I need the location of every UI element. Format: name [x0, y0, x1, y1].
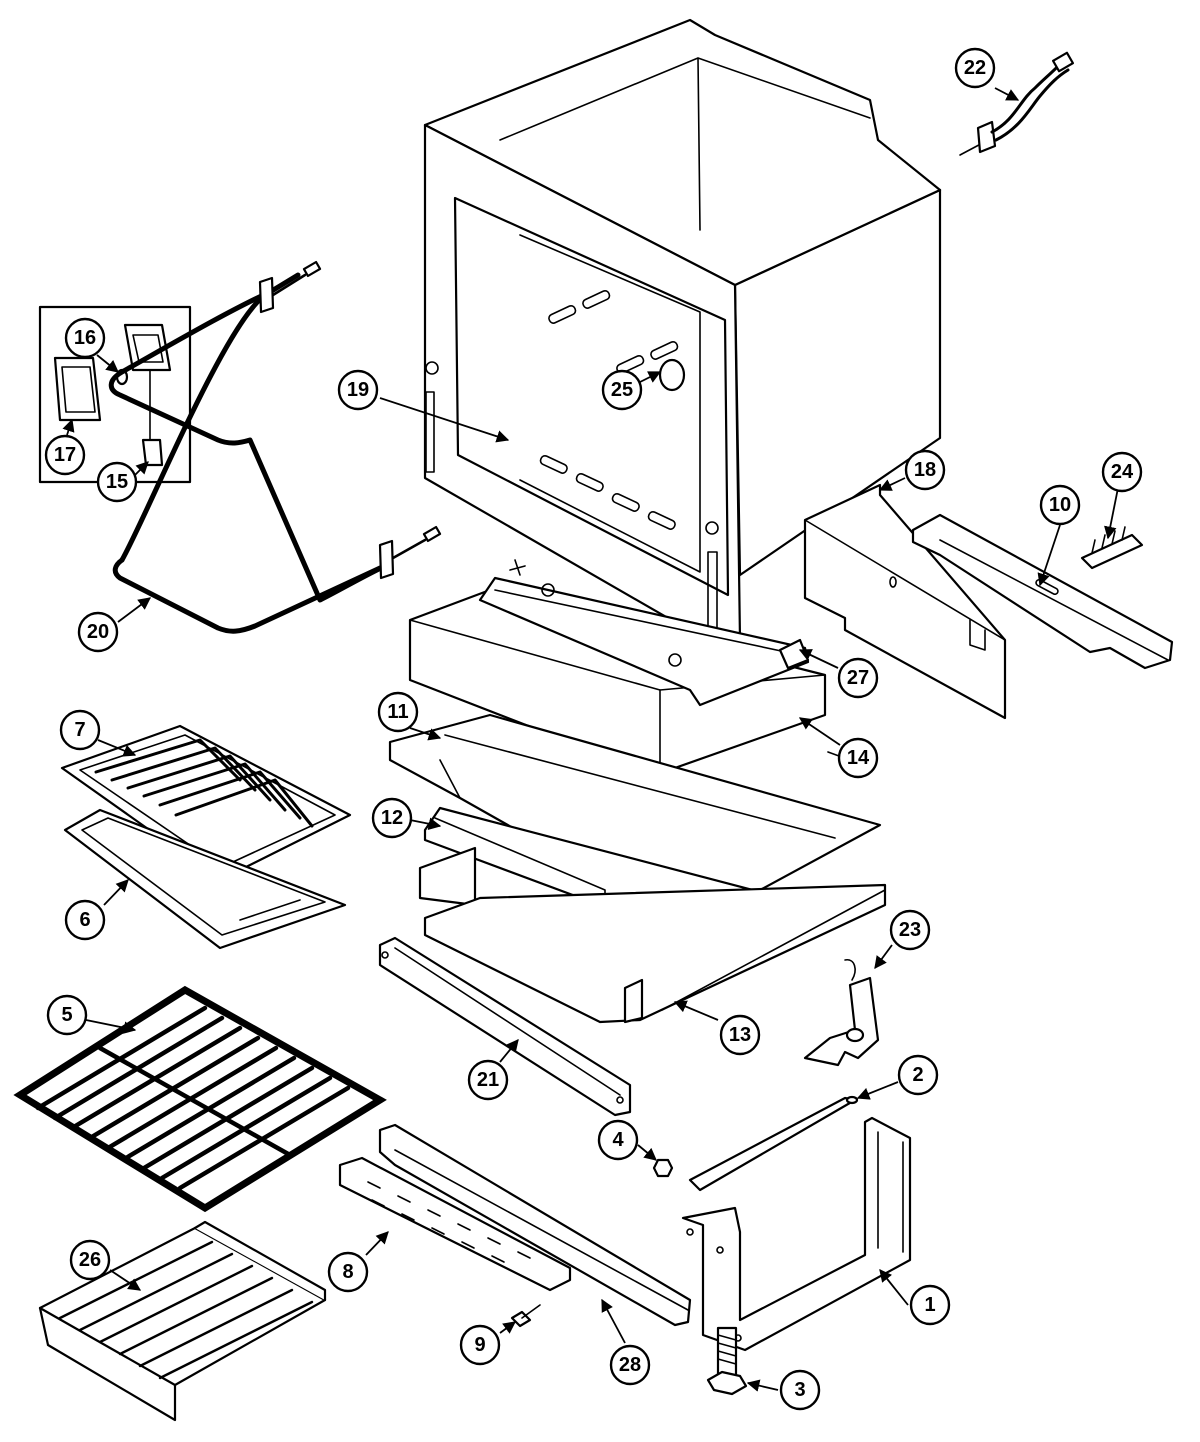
callout-label: 9 [474, 1334, 485, 1356]
callout-2: 2 [897, 1054, 939, 1096]
broiler-pan [63, 808, 347, 950]
callout-11: 11 [377, 691, 419, 733]
callout-4: 4 [597, 1119, 639, 1161]
callout-20: 20 [77, 611, 119, 653]
callout-label: 24 [1111, 461, 1134, 483]
callout-27: 27 [837, 657, 879, 699]
callout-16: 16 [64, 317, 106, 359]
callout-6: 6 [64, 899, 106, 941]
callout-25: 25 [601, 369, 643, 411]
callout-21: 21 [467, 1059, 509, 1101]
callout-13: 13 [719, 1014, 761, 1056]
front-rail [378, 936, 632, 1117]
terminal-block [1080, 526, 1144, 570]
callout-9: 9 [459, 1324, 501, 1366]
callout-24: 24 [1101, 451, 1143, 493]
leveling-leg [706, 1326, 748, 1396]
callout-label: 1 [924, 1294, 935, 1316]
callout-14: 14 [837, 737, 879, 779]
callout-26: 26 [69, 1239, 111, 1281]
callout-8: 8 [327, 1251, 369, 1293]
screw [510, 1304, 541, 1328]
oven-light-lens [658, 358, 686, 392]
callout-15: 15 [96, 461, 138, 503]
callout-label: 12 [381, 807, 403, 829]
callout-label: 20 [87, 621, 109, 643]
callouts: 1 2 3 4 5 6 7 8 9 10 11 12 13 14 15 16 1… [44, 47, 1143, 1411]
callout-label: 3 [794, 1379, 805, 1401]
side-bracket [681, 1116, 912, 1352]
callout-10: 10 [1039, 484, 1081, 526]
callout-label: 5 [61, 1004, 72, 1026]
callout-label: 11 [387, 701, 408, 723]
callout-label: 2 [912, 1064, 923, 1086]
callout-label: 22 [964, 57, 986, 79]
bottom-front-bracket [478, 559, 810, 707]
vent-panel [338, 1156, 572, 1292]
callout-label: 26 [79, 1249, 101, 1271]
callout-23: 23 [889, 909, 931, 951]
callout-label: 23 [899, 919, 921, 941]
callout-17: 17 [44, 434, 86, 476]
callout-label: 27 [847, 667, 869, 689]
callout-label: 8 [342, 1261, 353, 1283]
oven-cavity [423, 18, 942, 650]
callout-label: 13 [729, 1024, 751, 1046]
mounting-bracket [911, 513, 1174, 670]
callout-label: 10 [1049, 494, 1071, 516]
callout-1: 1 [909, 1284, 951, 1326]
callout-12: 12 [371, 797, 413, 839]
callout-7: 7 [59, 709, 101, 751]
callout-label: 28 [619, 1354, 641, 1376]
callout-label: 4 [612, 1129, 624, 1151]
callout-label: 7 [74, 719, 85, 741]
callout-label: 16 [74, 327, 96, 349]
broiler-grid [60, 724, 352, 882]
support-rod [688, 1095, 859, 1192]
callout-3: 3 [779, 1369, 821, 1411]
callout-label: 19 [347, 379, 369, 401]
callout-28: 28 [609, 1344, 651, 1386]
callout-label: 21 [477, 1069, 499, 1091]
callout-label: 15 [106, 471, 128, 493]
callout-label: 17 [54, 444, 76, 466]
bake-element [108, 260, 442, 634]
callout-22: 22 [954, 47, 996, 89]
bottom-tray [423, 883, 887, 1024]
callout-label: 6 [79, 909, 90, 931]
callout-label: 14 [847, 747, 870, 769]
side-panel [803, 483, 1007, 720]
nut [652, 1158, 674, 1178]
callout-18: 18 [904, 449, 946, 491]
roasting-rack [38, 1220, 327, 1422]
callout-label: 25 [611, 379, 633, 401]
latch-bracket [803, 959, 880, 1067]
callout-leaders [62, 87, 1119, 1392]
callout-5: 5 [46, 994, 88, 1036]
callout-19: 19 [337, 369, 379, 411]
sensor-harness [959, 51, 1075, 156]
oven-rack [13, 985, 387, 1213]
kick-plate-rail [378, 1123, 692, 1327]
callout-label: 18 [914, 459, 936, 481]
